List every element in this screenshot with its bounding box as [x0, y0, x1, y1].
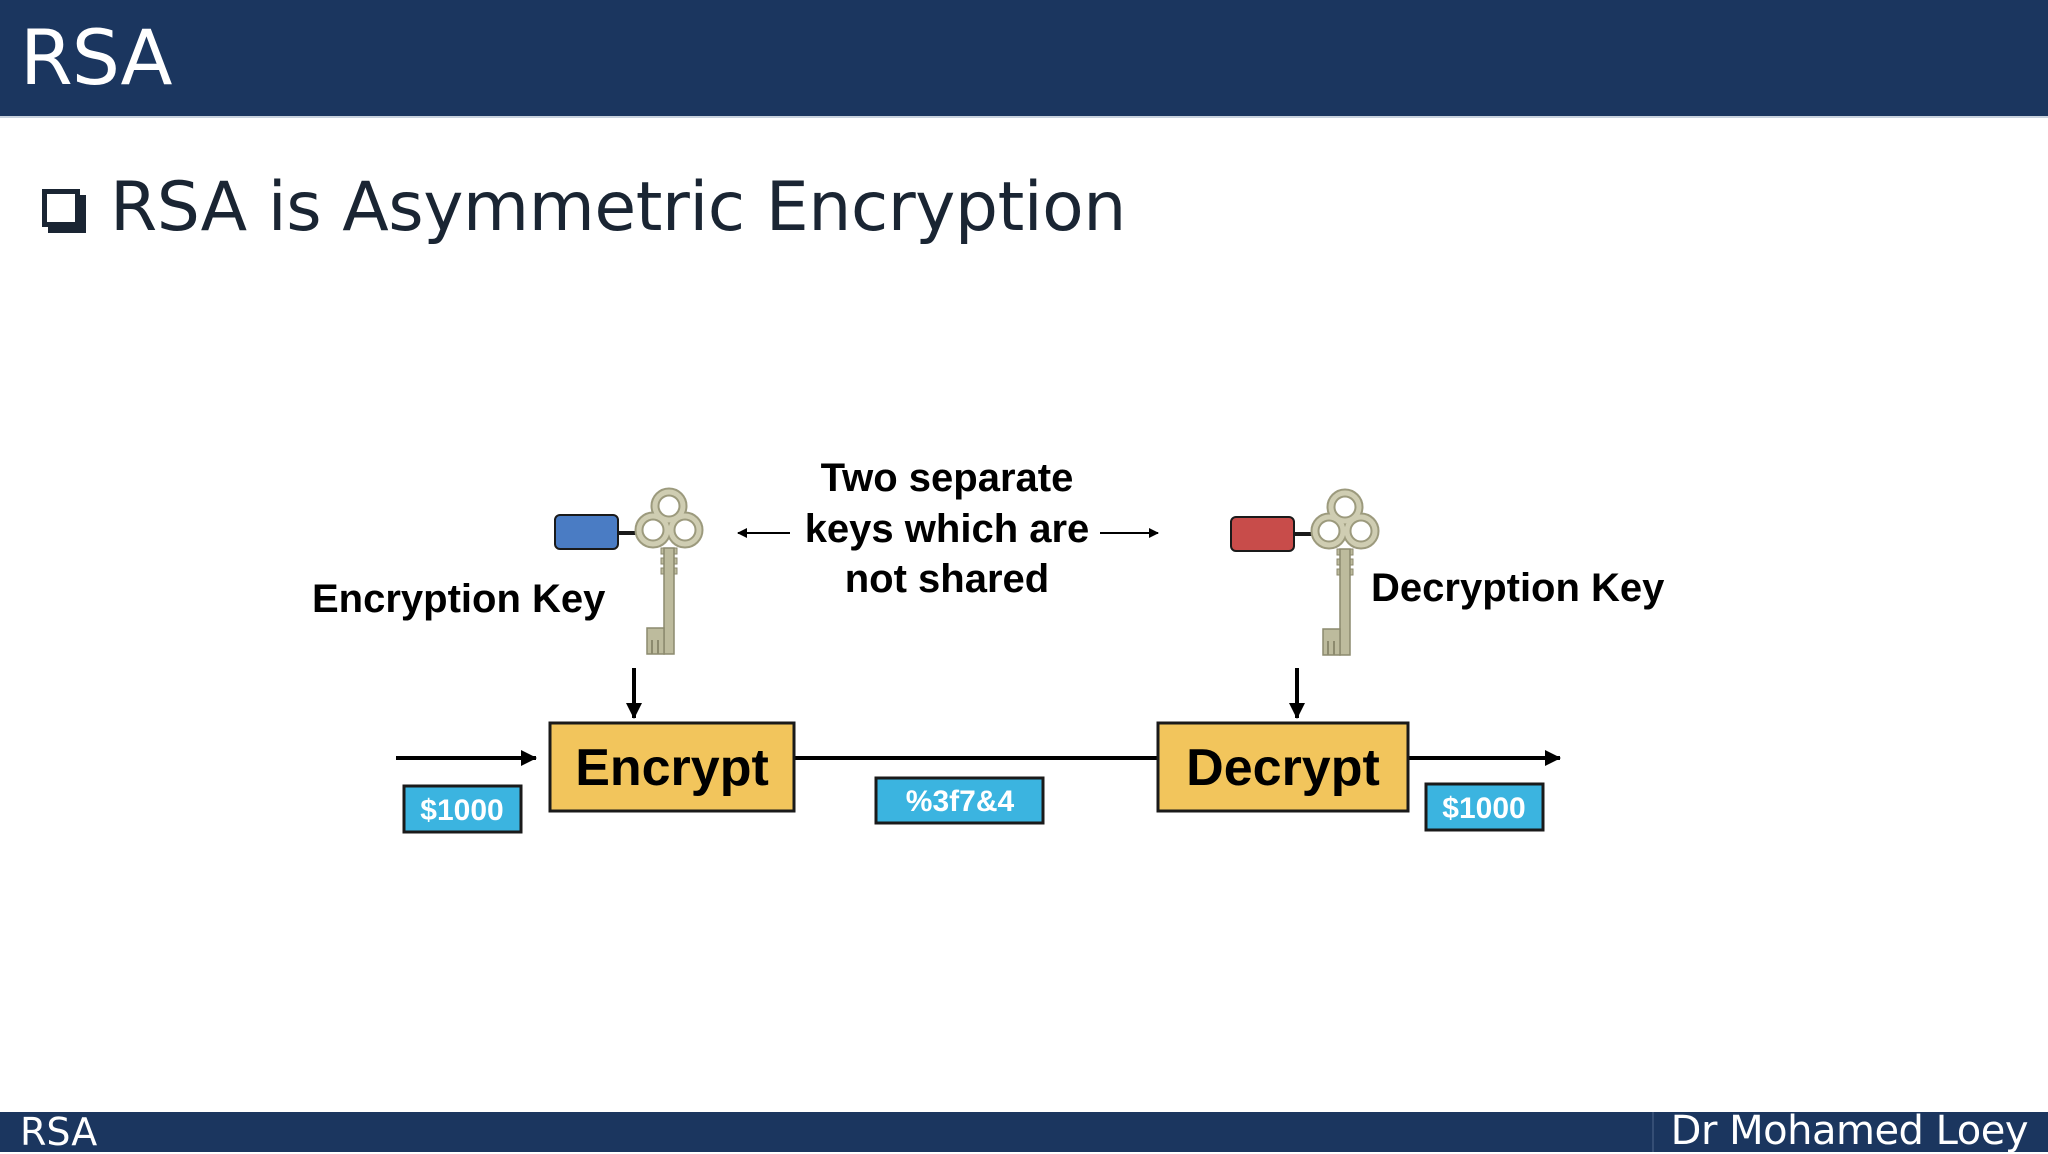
plaintext-in-label: $1000: [420, 794, 503, 827]
keys-note-line2: keys which are: [805, 507, 1090, 551]
decrypt-box: [1156, 721, 1410, 813]
plaintext-out-label: $1000: [1442, 792, 1525, 825]
footer-author: Dr Mohamed Loey: [1670, 1108, 2029, 1154]
plaintext-in-tag: [402, 784, 523, 834]
ciphertext-tag: [874, 776, 1045, 825]
encryption-key-icon: [554, 492, 699, 654]
slide-title: RSA: [20, 13, 172, 102]
plaintext-out-tag: [1424, 782, 1545, 832]
decrypt-label: Decrypt: [1186, 739, 1380, 797]
keys-note-line1: Two separate: [821, 456, 1074, 500]
bullet-point: RSA is Asymmetric Encryption: [42, 168, 1126, 248]
title-bar: [0, 0, 2048, 118]
ciphertext-label: %3f7&4: [906, 785, 1015, 818]
footer-divider: [1652, 1112, 1654, 1152]
bullet-text: RSA is Asymmetric Encryption: [110, 168, 1126, 247]
encryption-key-label: Encryption Key: [312, 577, 606, 621]
footer-bar: [0, 1112, 2048, 1152]
keys-note-line3: not shared: [845, 557, 1049, 601]
decryption-key-icon: [1230, 493, 1375, 655]
checkbox-bullet-icon: [42, 189, 80, 227]
footer-left-text: RSA: [20, 1110, 98, 1154]
encrypt-label: Encrypt: [575, 739, 769, 797]
decryption-key-label: Decryption Key: [1371, 566, 1665, 610]
encrypt-box: [548, 721, 796, 813]
